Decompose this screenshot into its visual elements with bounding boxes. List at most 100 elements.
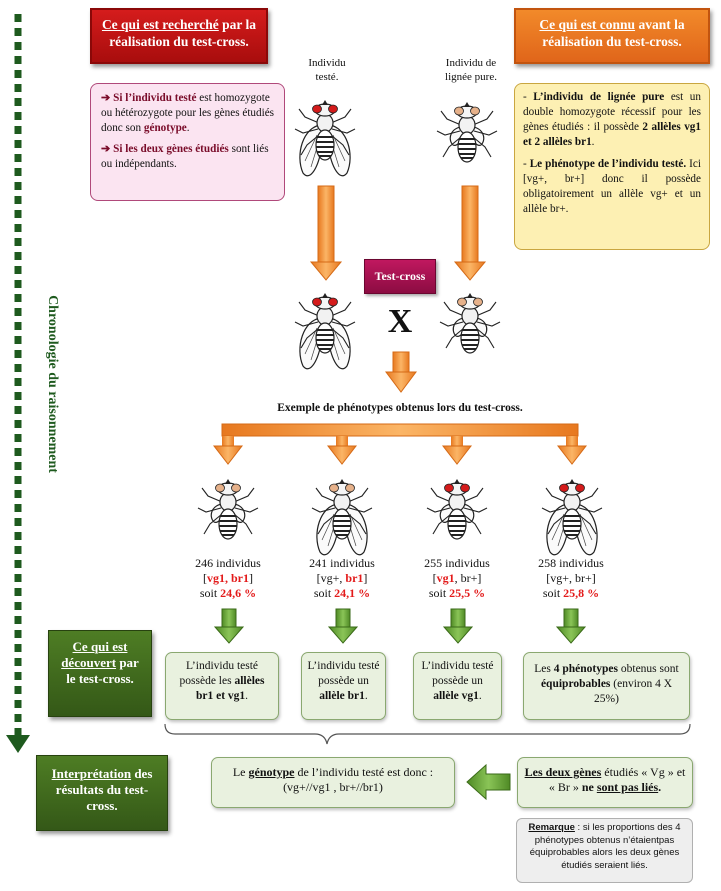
genotype-value: (vg+//vg1 , br+//br1) [283, 780, 383, 794]
result-2-count: 241 individus [309, 556, 375, 570]
known-item-1-alleles: 2 allèles vg1 et 2 allèles br1 [523, 121, 701, 148]
offspring-fly-2 [311, 478, 373, 556]
percent: 24,6 % [220, 586, 257, 600]
soit: soit [542, 586, 564, 600]
box3-bold: allèle vg1 [433, 690, 479, 702]
sought-item-1-text: est homozygote ou hétérozygote pour les … [101, 92, 275, 134]
bullet-arrow-icon: ➔ [101, 143, 114, 155]
sought-title: Ce qui est recherché par la réalisation … [90, 8, 268, 64]
result-4-phenotype: [vg+, br+] [519, 571, 623, 586]
known-item-2-lead: - [523, 158, 530, 170]
bracket-close: ] [591, 571, 596, 585]
interpretation-title-rest: des résultats du test-cross. [55, 766, 153, 813]
soit: soit [428, 586, 450, 600]
bracket-open: [ [546, 571, 551, 585]
result-1-percent: soit 24,6 % [176, 586, 280, 601]
box1-bold: allèles br1 et vg1 [195, 675, 265, 702]
chronology-arrowhead [6, 735, 30, 753]
bracket-close: ] [363, 571, 368, 585]
allele-a: vg1 [436, 571, 455, 585]
known-item-1-bold: L’individu de lignée pure [533, 91, 665, 103]
percent: 25,8 % [563, 586, 600, 600]
tested-fly-cross [294, 292, 356, 370]
allele-b: br+ [460, 571, 478, 585]
green-arrow-4 [555, 608, 587, 644]
label-pure-line-individual: Individu de lignée pure. [445, 57, 497, 83]
genotype-text: de l’individu testé est donc : [294, 765, 434, 779]
chronology-label: Chronologie du raisonnement [45, 295, 60, 473]
known-item-2-bold: Le phénotype de l’individu testé. [529, 158, 687, 170]
orange-branch [212, 423, 588, 465]
bracket-close: ] [477, 571, 482, 585]
discovered-title-rest: par le test-cross. [66, 655, 139, 686]
green-arrow-1 [213, 608, 245, 644]
remark-box: Remarque : si les proportions des 4 phén… [516, 818, 693, 883]
orange-arrow-left [309, 185, 343, 281]
test-cross-label: Test-cross [364, 259, 436, 294]
known-item-1-text: est un double homozygote récessif pour l… [523, 91, 701, 133]
tested-fly-top [294, 99, 356, 177]
genotype-line-1: Le génotype de l’individu testé est donc… [216, 765, 450, 780]
box4-text-b: obtenus sont [618, 663, 679, 675]
box2-text: L’individu testé possède un [307, 660, 380, 687]
offspring-fly-1 [197, 478, 259, 540]
box4-bold-b: équiprobables [540, 678, 611, 690]
bracket-open: [ [316, 571, 321, 585]
sought-box: ➔ Si l’individu testé est homozygote ou … [90, 83, 285, 201]
genes-ne: ne [581, 780, 597, 794]
sought-title-rest: par la réalisation du test-cross. [109, 17, 257, 49]
orange-arrow-center [385, 351, 417, 393]
discovered-box-4: Les 4 phénotypes obtenus sont équiprobab… [523, 652, 690, 720]
result-2-phenotype: [vg+, br1] [290, 571, 394, 586]
box2-bold: allèle br1 [319, 690, 365, 702]
sought-item-1-dot: . [186, 122, 190, 134]
separator: , [569, 571, 575, 585]
known-item-1: - L’individu de lignée pure est un doubl… [523, 90, 701, 150]
result-2: 241 individus [vg+, br1] soit 24,1 % [290, 556, 394, 601]
interpretation-title-underlined: Interprétation [51, 766, 132, 781]
box2-dot: . [364, 690, 368, 702]
allele-a: vg+ [320, 571, 340, 585]
bullet-arrow-icon: ➔ [101, 92, 114, 104]
sought-item-2-bold: Si les deux gènes étudiés [113, 143, 229, 155]
example-phenotypes-title: Exemple de phénotypes obtenus lors du te… [277, 402, 523, 414]
discovered-box-1: L’individu testé possède les allèles br1… [165, 652, 279, 720]
bracket-open: [ [432, 571, 437, 585]
pure-line-fly-top [436, 101, 498, 163]
genes-text: étudiés « Vg » et « Br » [548, 765, 686, 794]
summary-brace [164, 723, 691, 745]
separator: , [225, 571, 231, 585]
orange-arrow-right [453, 185, 487, 281]
label-tested-individual: Individu testé. [308, 57, 346, 83]
sought-item-1-bold: Si l’individu testé [113, 92, 197, 104]
offspring-fly-3 [426, 478, 488, 540]
percent: 24,1 % [334, 586, 371, 600]
known-title-underlined: Ce qui est connu [539, 17, 636, 32]
known-box: - L’individu de lignée pure est un doubl… [514, 83, 710, 250]
box4-text-a: Les [534, 663, 554, 675]
discovered-title: Ce qui est découvert par le test-cross. [48, 630, 152, 717]
bracket-open: [ [203, 571, 207, 585]
soit: soit [313, 586, 335, 600]
remark-label: Remarque [528, 822, 575, 833]
box4-bold-a: 4 phénotypes [553, 663, 618, 675]
green-arrow-left [466, 763, 511, 801]
genes-dot: . [658, 780, 662, 794]
genotype-box: Le génotype de l’individu testé est donc… [211, 757, 455, 808]
result-3-count: 255 individus [424, 556, 490, 570]
result-1-count: 246 individus [195, 556, 261, 570]
result-1: 246 individus [vg1, br1] soit 24,6 % [176, 556, 280, 601]
result-1-phenotype: [vg1, br1] [176, 571, 280, 586]
sought-title-underlined: Ce qui est recherché [101, 17, 219, 32]
box1-dot: . [245, 690, 249, 702]
separator: , [454, 571, 461, 585]
sought-item-2: ➔ Si les deux gènes étudiés sont liés ou… [101, 142, 276, 172]
genes-underlined: Les deux gènes [524, 765, 602, 779]
pure-line-fly-cross [439, 292, 501, 354]
sought-item-1: ➔ Si l’individu testé est homozygote ou … [101, 91, 276, 136]
result-2-percent: soit 24,1 % [290, 586, 394, 601]
green-arrow-2 [327, 608, 359, 644]
result-3-percent: soit 25,5 % [405, 586, 509, 601]
box3-dot: . [478, 690, 482, 702]
